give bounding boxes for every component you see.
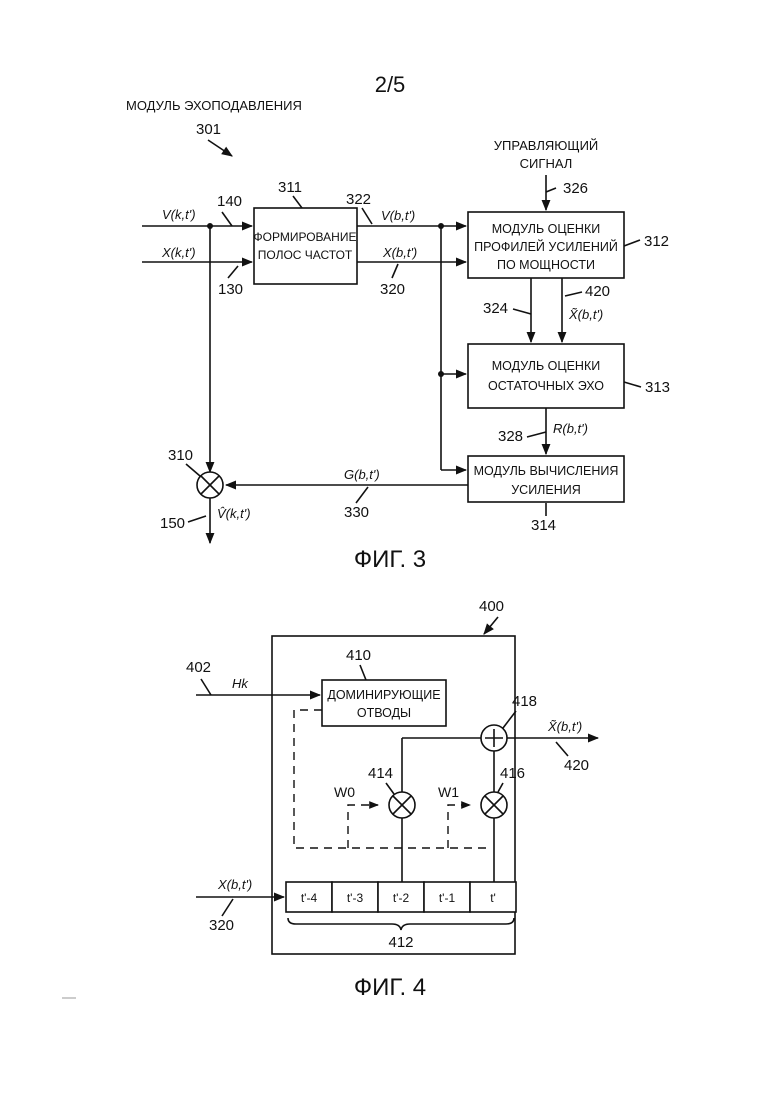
figure-3: МОДУЛЬ ЭХОПОДАВЛЕНИЯ 301 УПРАВЛЯЮЩИЙ СИГ… [126,98,670,573]
tap-cell: t'-3 [347,891,364,905]
block312-line2: ПРОФИЛЕЙ УСИЛЕНИЙ [474,239,618,254]
ref-326: 326 [563,180,588,197]
signal-x-in: X(b,t') [217,877,252,892]
block410-line2: ОТВОДЫ [357,706,411,720]
signal-x-band: X(b,t') [382,245,417,260]
figure-3-caption: ФИГ. 3 [354,546,426,573]
module-ref-301: 301 [196,121,221,138]
ref-140: 140 [217,193,242,210]
ref-320-fig4: 320 [209,917,234,934]
multiplier-310 [197,472,223,498]
block314-line2: УСИЛЕНИЯ [511,483,581,497]
tap-cell: t'-4 [301,891,318,905]
ref-311: 311 [278,179,302,196]
ref-150: 150 [160,515,185,532]
ref-328: 328 [498,428,523,445]
ref-130: 130 [218,281,243,298]
weight-w0: W0 [334,784,355,800]
signal-g: G(b,t') [344,467,380,482]
tap-cell: t'-1 [439,891,456,905]
page-number: 2/5 [375,72,406,97]
block313-line2: ОСТАТОЧНЫХ ЭХО [488,379,604,393]
figure-4: 400 ДОМИНИРУЮЩИЕ ОТВОДЫ 410 402 Hk 418 X… [186,598,598,1001]
ref-418: 418 [512,693,537,710]
input-v-label: V(k,t') [162,207,196,222]
tap-cell: t'-2 [393,891,410,905]
ref-412: 412 [388,934,413,951]
ref-330: 330 [344,504,369,521]
adder-418 [481,725,507,751]
block312-line3: ПО МОЩНОСТИ [497,258,595,272]
block313-line1: МОДУЛЬ ОЦЕНКИ [492,359,600,373]
band-forming-line1: ФОРМИРОВАНИЕ [254,230,357,244]
ref-400: 400 [479,598,504,615]
multiplier-416 [481,792,507,818]
module-title: МОДУЛЬ ЭХОПОДАВЛЕНИЯ [126,98,302,113]
input-x-label: X(k,t') [161,245,196,260]
block314-line1: МОДУЛЬ ВЫЧИСЛЕНИЯ [474,464,619,478]
block312-line1: МОДУЛЬ ОЦЕНКИ [492,222,600,236]
ref-414: 414 [368,765,393,782]
band-forming-line2: ПОЛОС ЧАСТОТ [258,248,353,262]
signal-r: R(b,t') [553,421,588,436]
ref-312: 312 [644,233,669,250]
signal-x-tilde: X̃(b,t') [568,307,603,322]
output-v-hat: V̂(k,t') [217,506,251,521]
ref-402: 402 [186,659,211,676]
ref-320-fig3: 320 [380,281,405,298]
ref-322: 322 [346,191,371,208]
multiplier-414 [389,792,415,818]
ref-314: 314 [531,517,556,534]
tap-buffer-412: t'-4 t'-3 t'-2 t'-1 t' [286,882,516,912]
control-signal-line1: УПРАВЛЯЮЩИЙ [494,138,599,153]
weight-w1: W1 [438,784,459,800]
ref-416: 416 [500,765,525,782]
control-signal-line2: СИГНАЛ [520,156,573,171]
signal-x-tilde-out: X̃(b,t') [547,719,582,734]
ref-324: 324 [483,300,508,317]
ref-313: 313 [645,379,670,396]
band-forming-block [254,208,357,284]
signal-v-band: V(b,t') [381,208,415,223]
ref-310: 310 [168,447,193,464]
ref-420-fig4: 420 [564,757,589,774]
signal-hk: Hk [232,676,249,691]
block410-line1: ДОМИНИРУЮЩИЕ [327,688,440,702]
ref-420-fig3: 420 [585,283,610,300]
figure-4-caption: ФИГ. 4 [354,974,426,1001]
tap-cell: t' [490,891,496,905]
ref-410: 410 [346,647,371,664]
residual-echo-block [468,344,624,408]
